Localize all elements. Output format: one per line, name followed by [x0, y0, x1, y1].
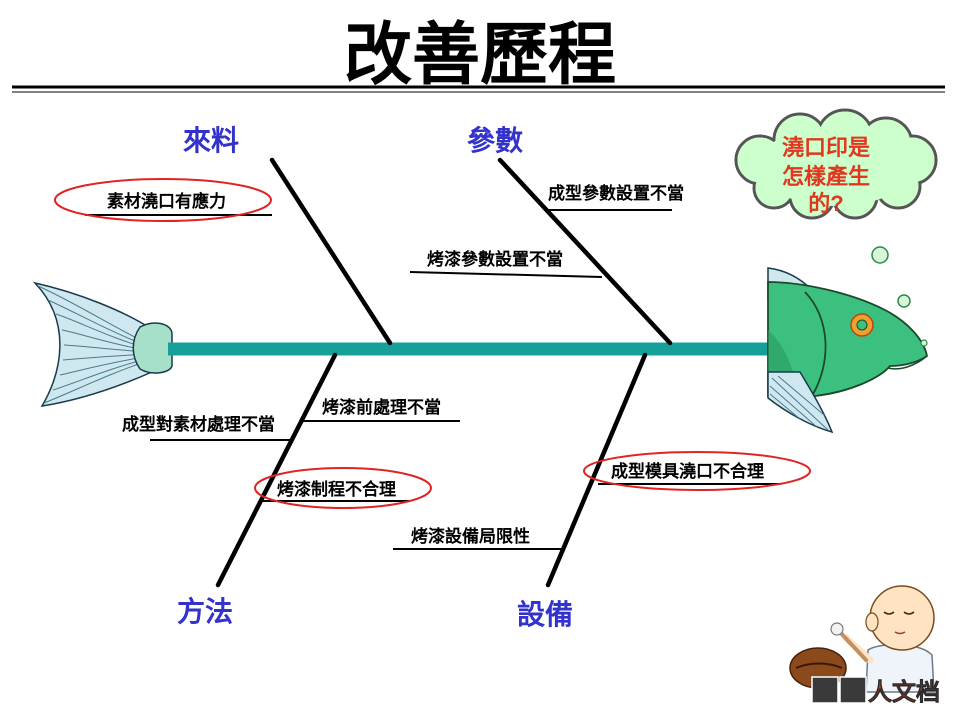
cause-underline: [409, 271, 603, 278]
watermark-box: [811, 676, 839, 704]
question-cloud: 澆口印是 怎樣產生 的?: [734, 108, 938, 220]
cause-label: 成型對素材處理不當: [122, 414, 275, 434]
cause-label: 素材澆口有應力: [107, 191, 226, 211]
monk-eye: [903, 611, 915, 615]
cause-item: 烤漆前處理不當: [302, 397, 460, 422]
question-line-1: 澆口印是: [782, 135, 870, 160]
cause-item: 烤漆制程不合理: [254, 467, 432, 509]
fish-body: [767, 281, 928, 397]
cause-item: 成型模具澆口不合理: [583, 451, 811, 491]
cause-label: 烤漆設備局限性: [411, 526, 530, 546]
highlight-ellipse: [54, 178, 272, 222]
question-line-2: 怎樣產生: [782, 164, 870, 189]
mallet-handle: [836, 628, 868, 662]
cause-item: 成型參數設置不當: [548, 183, 684, 211]
monk-eye: [883, 611, 895, 615]
question-line-3: 的?: [808, 191, 843, 216]
fish-head: [767, 267, 928, 434]
bone-materials: [269, 157, 393, 346]
cause-item: 素材澆口有應力: [54, 178, 272, 222]
cause-item: 烤漆設備局限性: [393, 526, 562, 550]
monk-ear: [865, 612, 879, 632]
pectoral-fin: [767, 371, 834, 434]
category-label-materials: 來料: [183, 125, 239, 156]
cause-item: 成型對素材處理不當: [122, 414, 292, 441]
monk-mouth: [894, 631, 906, 635]
gill-line: [804, 291, 827, 397]
fish-tail: [32, 281, 173, 407]
bubble: [871, 246, 889, 264]
category-label-method: 方法: [177, 595, 233, 627]
bubble: [920, 339, 928, 347]
tail-peduncle: [132, 322, 173, 374]
page-title: 改善歷程: [344, 15, 616, 95]
category-label-equipment: 設備: [517, 598, 573, 630]
watermark-text: 人文档: [868, 678, 940, 706]
wooden-fish-slot: [795, 662, 843, 669]
cause-label: 烤漆制程不合理: [277, 479, 396, 499]
watermark-logo: 人文档: [811, 676, 940, 706]
highlight-ellipse: [254, 467, 432, 509]
monk-head: [869, 585, 935, 651]
mallet-head: [830, 622, 844, 636]
watermark-box: [839, 676, 867, 704]
bubble: [897, 294, 911, 308]
category-label-parameters: 參數: [467, 124, 523, 156]
cause-label: 烤漆參數設置不當: [427, 249, 563, 269]
highlight-ellipse: [583, 451, 811, 491]
bone-parameters: [497, 157, 673, 346]
cause-item: 烤漆參數設置不當: [409, 249, 603, 278]
bone-method: [215, 352, 338, 588]
fish-mouth: [887, 355, 928, 370]
cause-label: 成型模具澆口不合理: [611, 461, 764, 481]
bone-equipment: [545, 352, 648, 588]
fish-pupil: [856, 319, 868, 331]
cause-label: 烤漆前處理不當: [322, 397, 441, 417]
cause-label: 成型參數設置不當: [548, 183, 684, 203]
